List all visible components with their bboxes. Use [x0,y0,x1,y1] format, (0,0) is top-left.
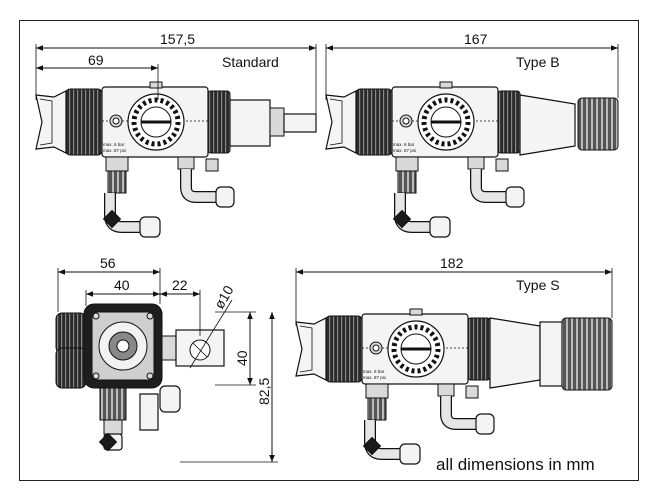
type-b-overall-dimension: 167 [464,31,488,47]
standard-view-label: Standard [222,54,279,70]
units-note: all dimensions in mm [436,455,595,474]
front-height-inner-dimension: 40 [234,350,250,366]
front-view [55,268,278,463]
drawing-frame [19,20,639,481]
type-b-view-label: Type B [516,54,560,70]
front-offset-dimension: 22 [172,277,188,293]
type-s-plate-text-2: max. 87 psi [363,375,386,380]
type-s-plate-text-1: max. 6 bar [363,369,385,374]
front-width-dimension: 56 [100,255,116,271]
front-inner-dimension: 40 [114,277,130,293]
front-height-overall-dimension: 82,5 [256,378,272,405]
type-b-plate-text-2: max. 87 psi [393,148,416,153]
type-s-view-label: Type S [516,277,560,293]
standard-partial-dimension: 69 [88,52,104,68]
type-b-view [326,44,619,237]
standard-view [36,44,317,237]
standard-plate-text-1: max. 6 bar [103,142,125,147]
type-s-view [296,268,613,464]
standard-plate-text-2: max. 87 psi [103,148,126,153]
front-diameter-dimension: ø10 [211,282,237,311]
standard-overall-dimension: 157,5 [160,31,195,47]
type-b-plate-text-1: max. 6 bar [393,142,415,147]
type-s-overall-dimension: 182 [440,255,464,271]
